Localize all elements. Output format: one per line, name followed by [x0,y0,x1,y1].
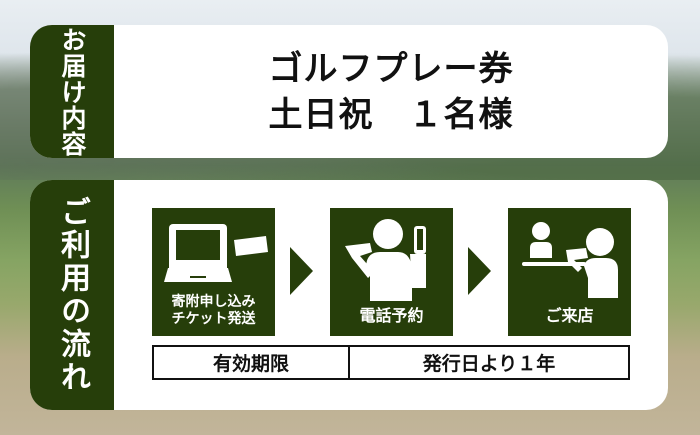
validity-key: 有効期限 [154,347,350,378]
product-name: ゴルフプレー券 [268,48,514,89]
delivery-tab: お届け内容 [30,25,114,158]
step-application: 寄附申し込み チケット発送 [152,208,275,336]
product-detail: 土日祝 １名様 [268,94,514,135]
step-visit: ご来店 [508,208,631,336]
usage-flow-content: 寄附申し込み チケット発送 電話予約 [114,180,668,410]
usage-flow-card: ご利用の流れ 寄附申し込み チケット発送 [30,180,668,410]
arrow-right-icon [290,247,313,295]
person-phone-icon [345,219,426,301]
step-phone-reservation: 電話予約 [330,208,453,336]
step-visit-label: ご来店 [545,306,594,325]
laptop-ticket-icon [164,224,268,282]
delivery-card: お届け内容 ゴルフプレー券 土日祝 １名様 [30,25,668,158]
step-phone-reservation-label: 電話予約 [359,306,424,325]
usage-flow-tab: ご利用の流れ [30,180,114,410]
reception-counter-icon [522,222,618,298]
validity-table: 有効期限 発行日より１年 [152,345,630,380]
step-application-label: 寄附申し込み チケット発送 [171,294,256,327]
delivery-content: ゴルフプレー券 土日祝 １名様 [114,25,668,158]
validity-value: 発行日より１年 [422,353,556,375]
delivery-tab-label: お届け内容 [58,26,87,157]
usage-flow-tab-label: ご利用の流れ [55,196,90,394]
arrow-right-icon [468,247,491,295]
